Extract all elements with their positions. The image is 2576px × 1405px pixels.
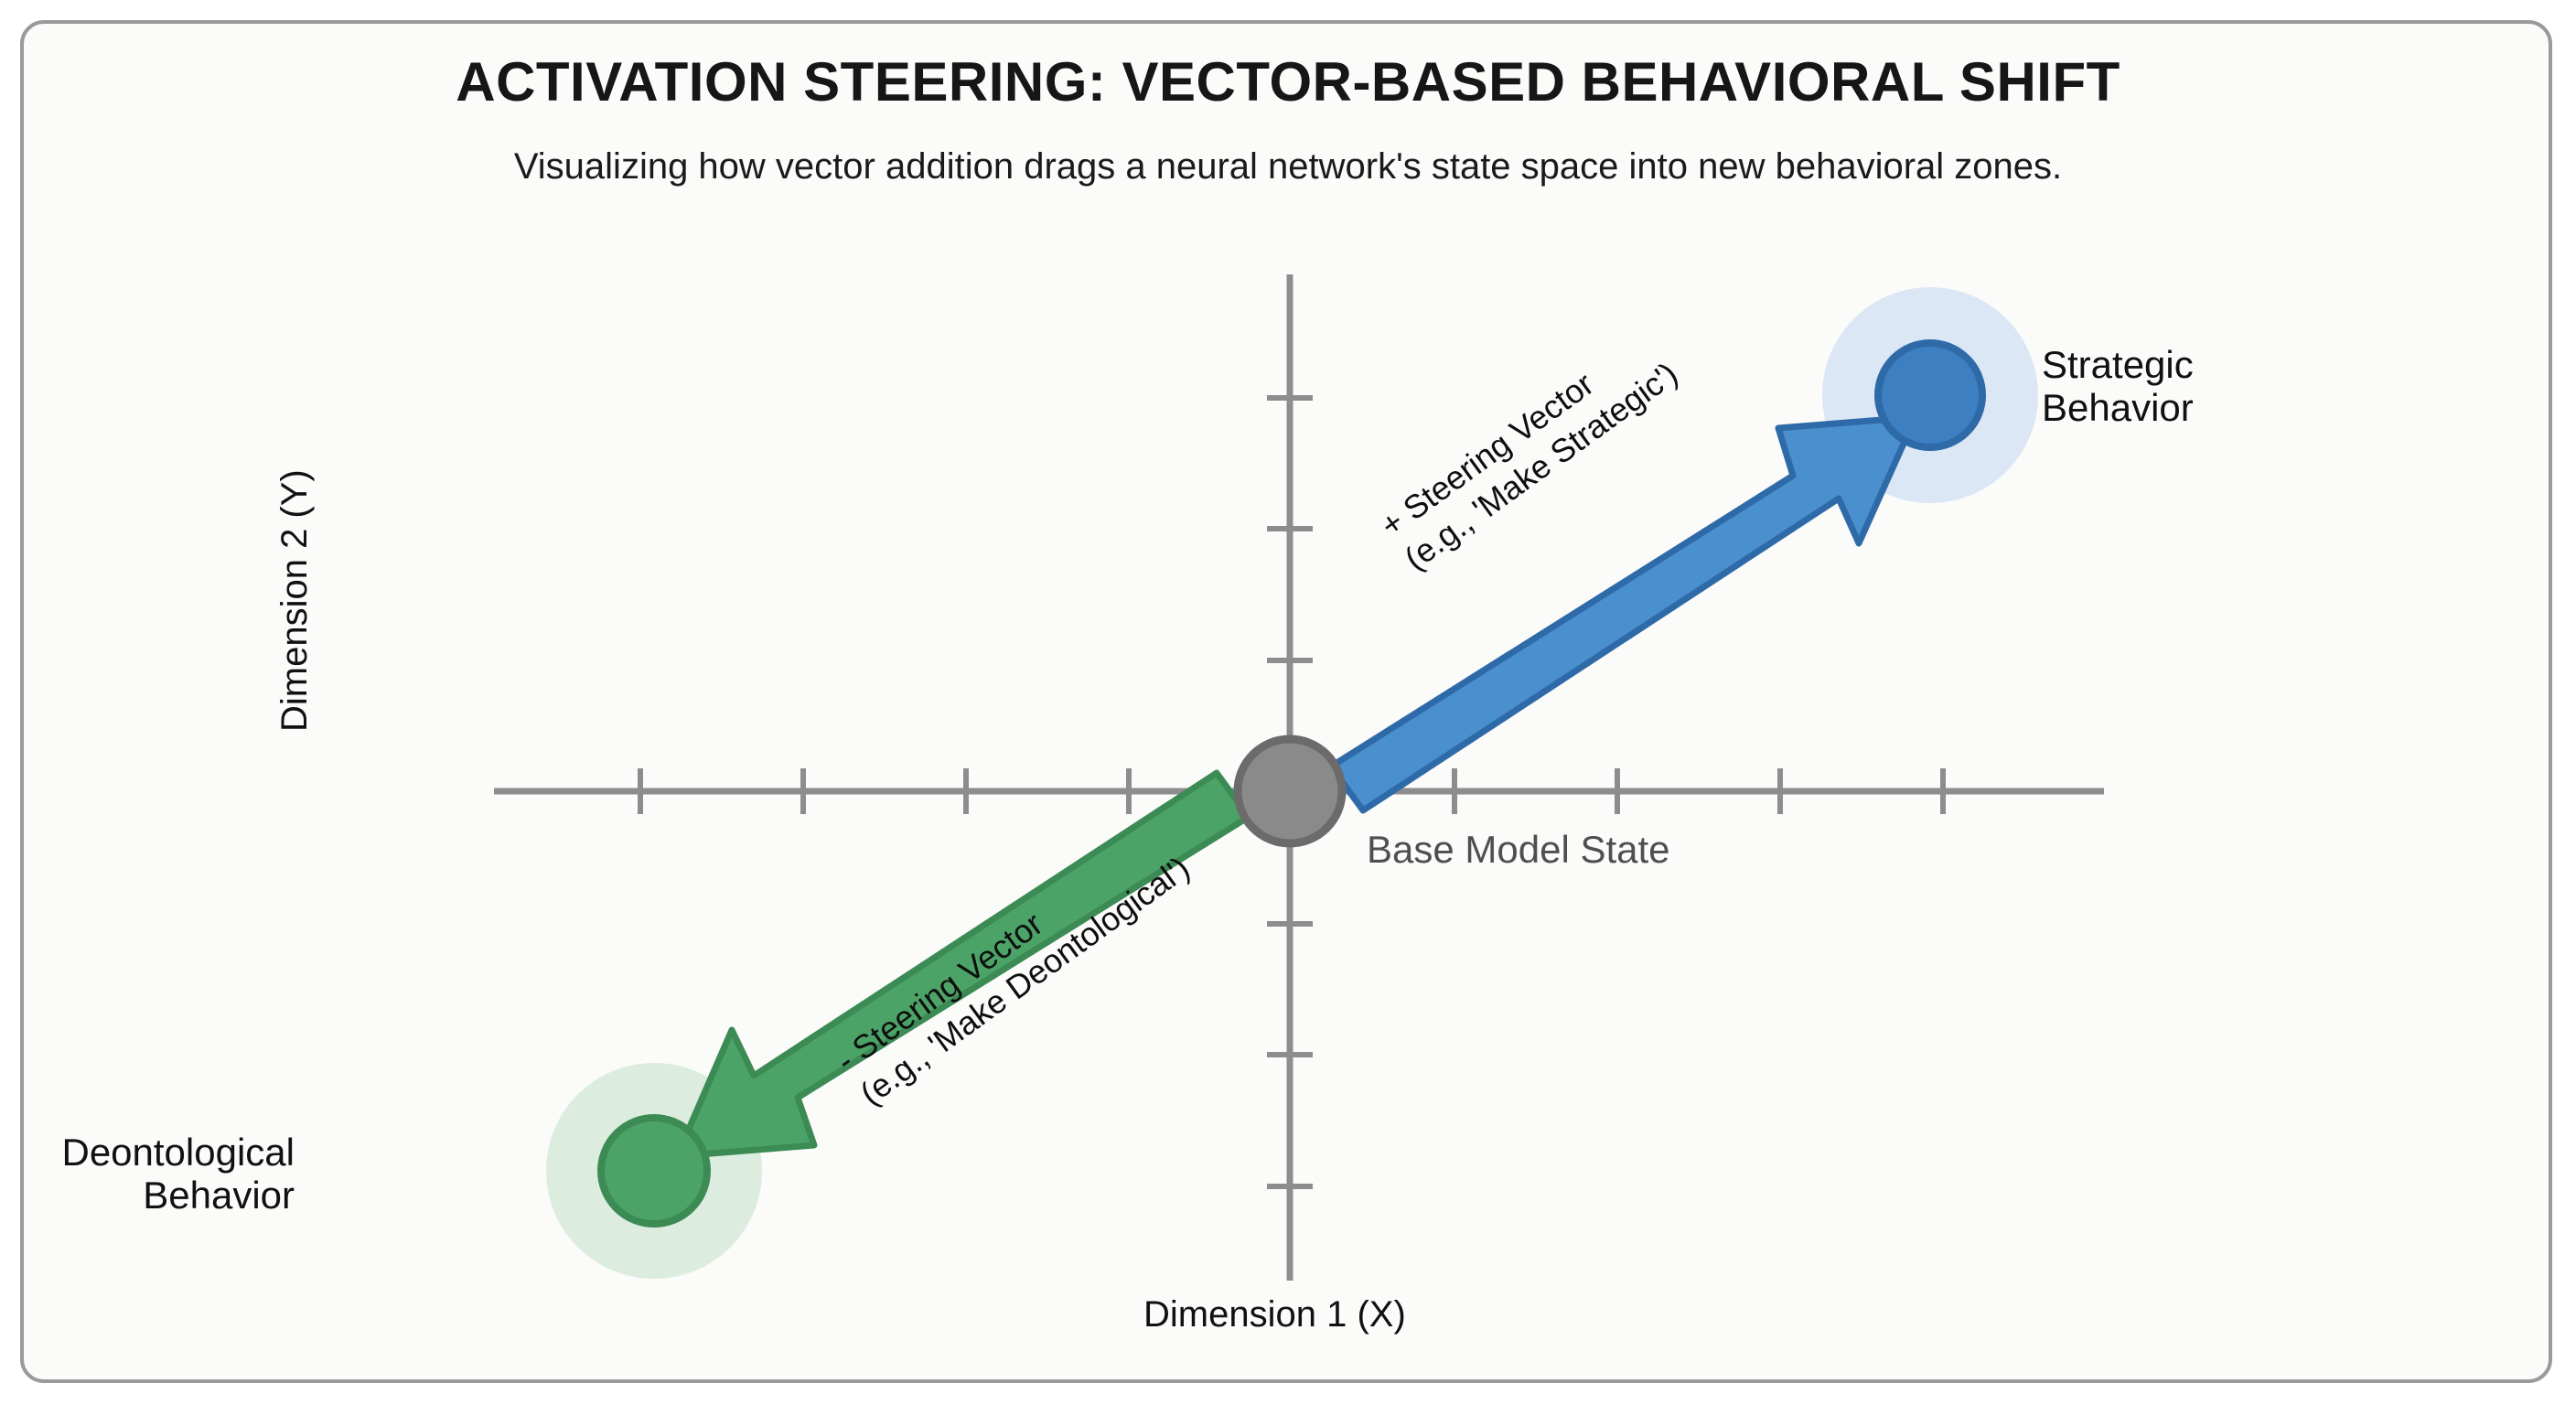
x-axis-label: Dimension 1 (X) (1143, 1294, 1406, 1335)
y-axis-ticks (1267, 395, 1313, 1189)
diagram-card (20, 20, 2552, 1383)
y-axis-label: Dimension 2 (Y) (274, 469, 315, 732)
node-label-strategic-line1: Strategic (2042, 343, 2194, 386)
x-axis-ticks (638, 768, 1946, 814)
node-base-model[interactable] (1233, 735, 1347, 848)
node-label-strategic-line2: Behavior (2042, 386, 2194, 430)
node-deontological[interactable] (597, 1114, 711, 1228)
page-subtitle: Visualizing how vector addition drags a … (513, 146, 2063, 187)
node-label-deontological-line1: Deontological (61, 1131, 295, 1174)
node-label-deontological-line2: Behavior (143, 1174, 295, 1217)
vector-arrow-positive[interactable] (1327, 413, 1919, 814)
vector-arrow-negative[interactable] (673, 769, 1252, 1160)
node-label-base-model: Base Model State (1367, 828, 1670, 871)
node-strategic[interactable] (1874, 339, 1986, 451)
page-title: ACTIVATION STEERING: VECTOR-BASED BEHAVI… (456, 51, 2120, 113)
